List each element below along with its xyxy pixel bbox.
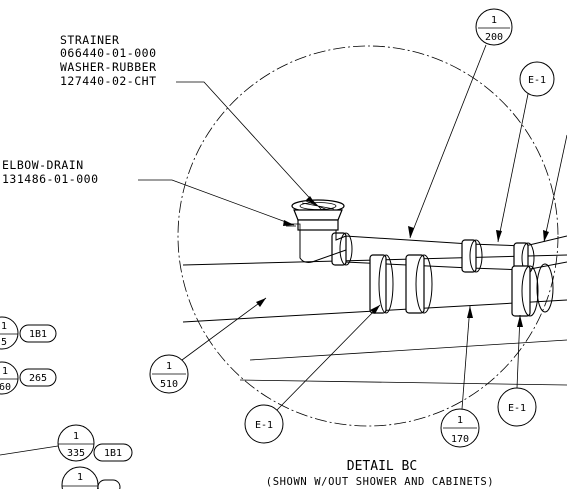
elbow-leader xyxy=(138,179,295,226)
ref-bubble-510: 1 510 xyxy=(149,297,267,394)
ref-bubble-200: 1 200 xyxy=(408,8,513,239)
detail-title-text: DETAIL BC xyxy=(347,459,417,474)
ref-bubble-left-b: 1 60 265 xyxy=(0,361,57,395)
detail-subtitle-text: (SHOWN W/OUT SHOWER AND CABINETS) xyxy=(266,476,494,488)
svg-text:E-1: E-1 xyxy=(255,420,273,431)
ref-bubble-170: 1 170 xyxy=(440,305,480,448)
main-coupling-3 xyxy=(511,265,539,317)
svg-text:60: 60 xyxy=(0,382,11,393)
right-edge-leader xyxy=(543,134,567,243)
svg-text:1B1: 1B1 xyxy=(104,448,122,459)
svg-text:510: 510 xyxy=(160,379,178,390)
svg-text:265: 265 xyxy=(29,373,47,384)
upper-coupling-mid xyxy=(461,239,483,273)
svg-text:1B1: 1B1 xyxy=(29,329,47,340)
strainer-label: STRAINER 066440-01-000 WASHER-RUBBER 127… xyxy=(60,33,317,206)
main-coupling-end xyxy=(536,263,554,313)
ref-bubble-left-a: 1 5 1B1 xyxy=(0,316,57,350)
main-coupling-2 xyxy=(405,254,433,314)
svg-text:1: 1 xyxy=(1,321,7,332)
svg-text:335: 335 xyxy=(67,448,85,459)
equip-bubble-e1-right: E-1 xyxy=(497,314,537,427)
detail-boundary-circle xyxy=(177,45,559,427)
ref-bubble-left-c: 1 335 1B1 xyxy=(0,424,133,462)
ref-bubble-left-d: 1 xyxy=(61,466,121,489)
strainer-label-line-2: 066440-01-000 xyxy=(60,46,157,60)
elbow-label: ELBOW-DRAIN 131486-01-000 xyxy=(2,158,295,226)
strainer-label-line-1: STRAINER xyxy=(60,33,119,47)
equip-bubble-e1-bottom-left: E-1 xyxy=(244,304,381,444)
strainer-label-line-4: 127440-02-CHT xyxy=(60,74,157,88)
strainer-label-line-3: WASHER-RUBBER xyxy=(60,60,157,74)
main-coupling-1 xyxy=(369,254,394,314)
detail-title: DETAIL BC (SHOWN W/OUT SHOWER AND CABINE… xyxy=(266,459,494,488)
upper-coupling-left xyxy=(331,232,353,266)
svg-text:1: 1 xyxy=(73,431,79,442)
svg-text:E-1: E-1 xyxy=(508,403,526,414)
svg-text:200: 200 xyxy=(485,32,503,43)
svg-text:5: 5 xyxy=(1,337,7,348)
elbow-label-line-1: ELBOW-DRAIN xyxy=(2,158,84,172)
svg-text:1: 1 xyxy=(166,361,172,372)
svg-text:1: 1 xyxy=(77,472,83,483)
svg-text:1: 1 xyxy=(457,415,463,426)
svg-text:170: 170 xyxy=(451,434,469,445)
equip-bubble-e1-top: E-1 xyxy=(496,61,555,243)
svg-text:1: 1 xyxy=(491,15,497,26)
strainer-leader xyxy=(176,81,317,206)
svg-text:E-1: E-1 xyxy=(528,75,546,86)
elbow-label-line-2: 131486-01-000 xyxy=(2,172,99,186)
svg-text:1: 1 xyxy=(2,366,8,377)
